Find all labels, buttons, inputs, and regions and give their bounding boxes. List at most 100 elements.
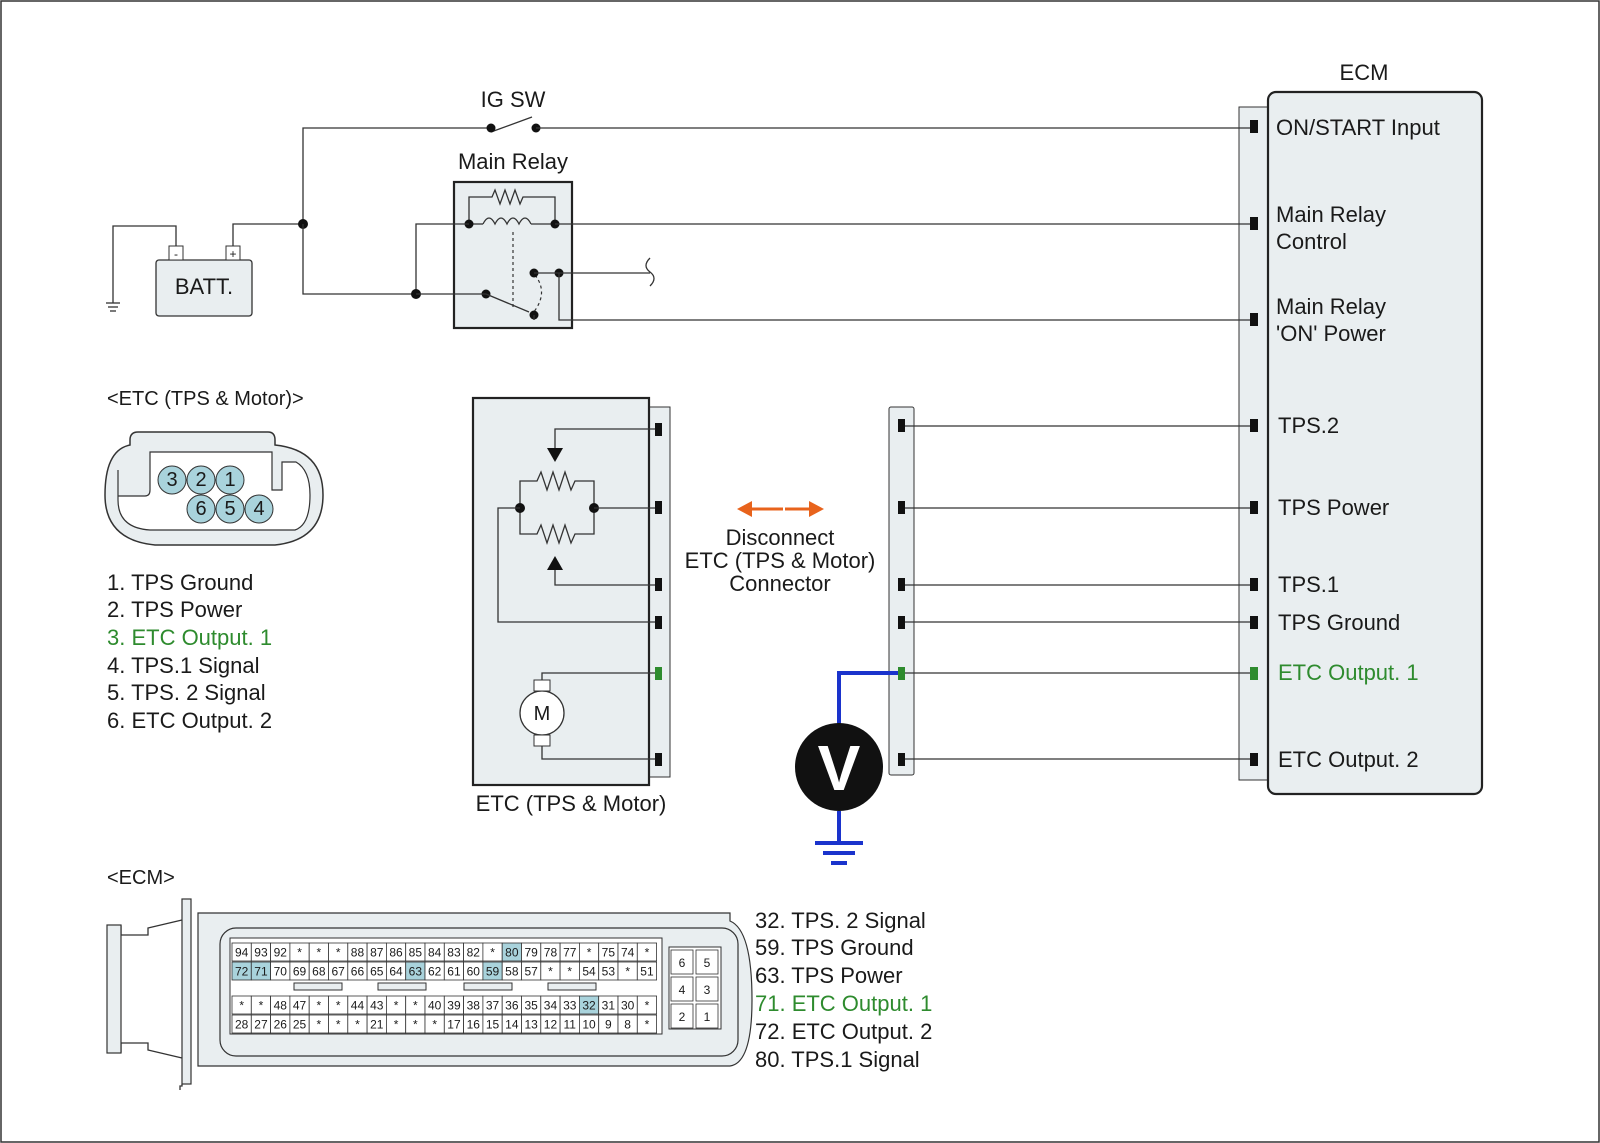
battery — [155, 259, 253, 317]
ecm-pin-list-item-highlight: 71. ETC Output. 1 — [755, 991, 932, 1016]
ecm-latch-tab — [547, 982, 597, 991]
ecm-pin-number: 33 — [563, 999, 577, 1013]
ecm-connector-title: <ECM> — [107, 867, 175, 889]
ecm-pin-number: 78 — [544, 946, 558, 960]
disconnect-line-2: ETC (TPS & Motor) — [685, 548, 876, 573]
ecm-pin-number: * — [394, 1018, 399, 1032]
ecm-pin-number: 14 — [505, 1018, 519, 1032]
ecm-pin-label-etc-output-1: ETC Output. 1 — [1278, 660, 1419, 685]
ecm-pin-number: * — [336, 946, 341, 960]
ecm-pin-number: 51 — [640, 965, 654, 979]
ecm-pin-number: 13 — [524, 1018, 538, 1032]
ecm-terminal-tps-power — [1250, 501, 1258, 514]
etc-connector-title: <ETC (TPS & Motor)> — [107, 388, 304, 410]
main-relay-label: Main Relay — [458, 149, 568, 174]
voltmeter: V — [795, 671, 898, 865]
ecm-module: ECM ON/START Input Main Relay Control Ma… — [1238, 60, 1484, 796]
ecm-pin-number: 44 — [351, 999, 365, 1013]
ecm-pin-number: 35 — [524, 999, 538, 1013]
disconnect-line-1: Disconnect — [726, 525, 835, 550]
ecm-pin-cell — [636, 942, 657, 962]
ecm-pin-number: 64 — [389, 965, 403, 979]
ecm-pin-number: 83 — [447, 946, 461, 960]
ecm-pin-number: 12 — [544, 1018, 558, 1032]
ecm-pin-list-item: 59. TPS Ground — [755, 935, 914, 960]
ecm-pin-cell — [636, 1014, 657, 1034]
ecm-pin-number: 70 — [274, 965, 288, 979]
etc-component-label: ETC (TPS & Motor) — [476, 791, 667, 816]
etc-pin-list-item-highlight: 3. ETC Output. 1 — [107, 625, 272, 650]
battery-label: BATT. — [175, 274, 233, 299]
ecm-pin-number: 26 — [274, 1018, 288, 1032]
ecm-pin-number: * — [645, 999, 650, 1013]
etc-pin-3: 3 — [166, 469, 177, 491]
ecm-latch-tab — [293, 982, 343, 991]
ecm-pin-number: * — [336, 1018, 341, 1032]
ecm-pin-number: * — [587, 946, 592, 960]
ig-switch-blade — [490, 116, 533, 133]
ecm-pin-number: 38 — [467, 999, 481, 1013]
etc-pin-6: 6 — [195, 498, 206, 520]
ecm-pin-number: 27 — [254, 1018, 268, 1032]
ecm-pin-number: 48 — [274, 999, 288, 1013]
etc-pin-1: 1 — [224, 469, 235, 491]
ecm-pin-number: 40 — [428, 999, 442, 1013]
ecm-pin-number: 68 — [312, 965, 326, 979]
ecm-pin-number: 71 — [254, 965, 268, 979]
ecm-small-pin: 1 — [704, 1010, 711, 1024]
ecm-pin-number: 8 — [624, 1018, 631, 1032]
ecm-pin-label-etc-output-2: ETC Output. 2 — [1278, 747, 1419, 772]
ecm-pin-number: 92 — [274, 946, 288, 960]
ecm-pin-number: 94 — [235, 946, 249, 960]
ecm-pin-number: 80 — [505, 946, 519, 960]
ecm-pin-number: 31 — [602, 999, 616, 1013]
ecm-pin-number: * — [432, 1018, 437, 1032]
ecm-terminal-tps1 — [1250, 578, 1258, 591]
ecm-pin-number: 37 — [486, 999, 500, 1013]
disconnect-line-3: Connector — [729, 571, 831, 596]
probe-wire — [837, 671, 898, 730]
ecm-pin-number: 10 — [582, 1018, 596, 1032]
etc-component: M ETC (TPS & Motor) — [471, 396, 671, 816]
ecm-latch-tab — [377, 982, 427, 991]
ecm-pin-number: 15 — [486, 1018, 500, 1032]
etc-box — [471, 396, 651, 787]
ecm-pin-number: 86 — [389, 946, 403, 960]
ecm-pin-number: 28 — [235, 1018, 249, 1032]
ecm-pin-number: 25 — [293, 1018, 307, 1032]
tps-resistor-1 — [519, 469, 595, 508]
ecm-pin-cell — [636, 961, 657, 981]
ecm-pin-number: 9 — [605, 1018, 612, 1032]
ecm-pin-number: 59 — [486, 965, 500, 979]
ecm-box — [1266, 90, 1484, 796]
ecm-pin-number: 61 — [447, 965, 461, 979]
harness-connector — [888, 406, 1250, 776]
ecm-terminal-main-relay-on-power — [1250, 313, 1258, 326]
ecm-small-pin: 2 — [679, 1010, 686, 1024]
ecm-terminal-etc-output-2 — [1250, 753, 1258, 766]
ecm-pin-number: * — [490, 946, 495, 960]
ecm-pin-number: 63 — [409, 965, 423, 979]
etc-pin-list-item: 2. TPS Power — [107, 597, 242, 622]
relay-switch-blade — [485, 293, 530, 313]
ecm-pin-number: 69 — [293, 965, 307, 979]
ecm-title: ECM — [1340, 60, 1389, 85]
relay-diode-resistor — [468, 188, 556, 224]
ecm-pin-number: 84 — [428, 946, 442, 960]
etc-pin-list: 1. TPS Ground 2. TPS Power 3. ETC Output… — [107, 570, 272, 733]
ecm-pin-number: * — [413, 1018, 418, 1032]
ecm-pin-label-main-relay-on-power: Main Relay — [1276, 294, 1386, 319]
ecm-pin-list-item: 63. TPS Power — [755, 963, 903, 988]
etc-pin-list-item: 4. TPS.1 Signal — [107, 653, 259, 678]
ecm-small-pin: 6 — [679, 956, 686, 970]
ecm-terminal-tps-ground — [1250, 616, 1258, 629]
etc-pin-4: 4 — [253, 498, 264, 520]
ecm-small-pin: 5 — [704, 956, 711, 970]
ecm-pin-number: * — [625, 965, 630, 979]
arrow-right-icon — [809, 501, 824, 517]
ecm-pin-number: 79 — [524, 946, 538, 960]
etc-pin-5: 5 — [224, 498, 235, 520]
ecm-pin-label-main-relay-on-power-2: 'ON' Power — [1276, 321, 1386, 346]
